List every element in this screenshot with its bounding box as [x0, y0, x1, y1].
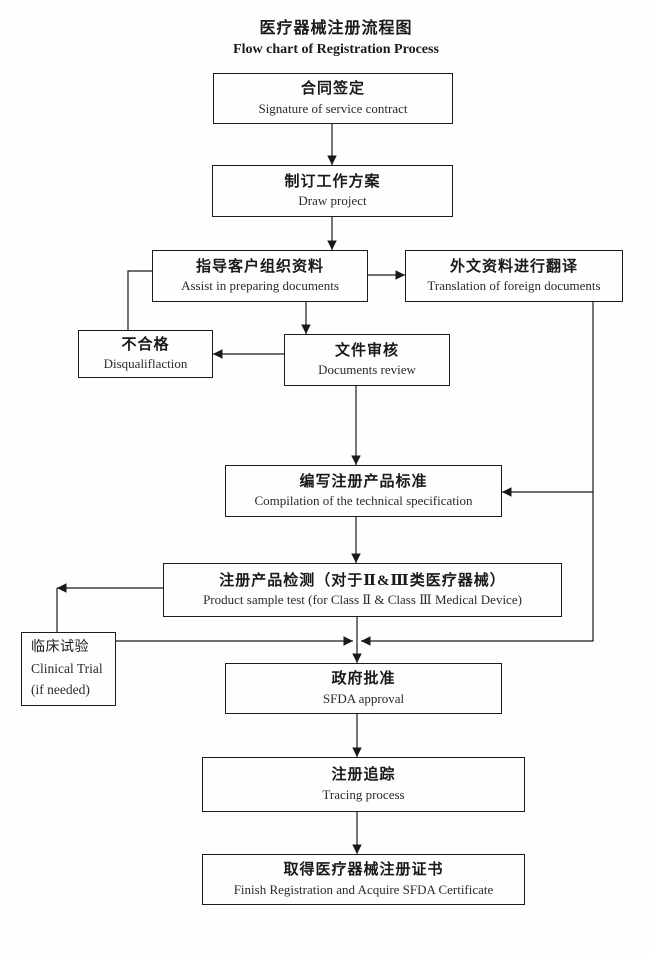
title-zh: 医疗器械注册流程图: [259, 20, 413, 37]
node-tracing: 注册追踪 Tracing process: [202, 757, 525, 812]
node-approval: 政府批准 SFDA approval: [225, 663, 502, 714]
node-assist: 指导客户组织资料 Assist in preparing documents: [152, 250, 368, 302]
arrow-translation-down-to-junction: [361, 302, 594, 646]
node-contract-label-zh: 合同签定: [300, 81, 365, 97]
node-contract-label-en: Signature of service contract: [258, 100, 408, 116]
node-approval-label-en: SFDA approval: [322, 690, 405, 706]
node-plan: 制订工作方案 Draw project: [212, 165, 453, 217]
node-review: 文件审核 Documents review: [284, 334, 450, 386]
line-assist-to-disqualification: [127, 270, 152, 330]
node-clinical-trial-label-zh: 临床试验: [31, 640, 89, 656]
node-approval-label-zh: 政府批准: [331, 671, 396, 687]
node-compilation: 编写注册产品标准 Compilation of the technical sp…: [225, 465, 502, 517]
node-clinical-trial-label-en: Clinical Trial: [31, 660, 103, 676]
node-review-label-zh: 文件审核: [334, 342, 399, 359]
node-compilation-label-en: Compilation of the technical specificati…: [254, 493, 473, 509]
node-assist-label-zh: 指导客户组织资料: [195, 258, 324, 275]
node-sample-test-label-en: Product sample test (for Class Ⅱ & Class…: [203, 592, 522, 608]
node-certificate-label-en: Finish Registration and Acquire SFDA Cer…: [233, 881, 494, 897]
node-review-label-en: Documents review: [318, 362, 416, 378]
node-tracing-label-zh: 注册追踪: [331, 767, 396, 783]
node-disqualification-label-en: Disqualiflaction: [103, 356, 188, 372]
node-disqualification: 不合格 Disqualiflaction: [78, 330, 213, 378]
title-en: Flow chart of Registration Process: [233, 41, 439, 57]
node-certificate: 取得医疗器械注册证书 Finish Registration and Acqui…: [202, 854, 525, 905]
node-certificate-label-zh: 取得医疗器械注册证书: [283, 862, 444, 878]
node-plan-label-zh: 制订工作方案: [284, 173, 381, 190]
node-translation-label-en: Translation of foreign documents: [427, 278, 601, 294]
node-disqualification-label-zh: 不合格: [121, 336, 170, 353]
node-contract: 合同签定 Signature of service contract: [213, 73, 453, 124]
node-translation-label-zh: 外文资料进行翻译: [449, 258, 578, 275]
node-plan-label-en: Draw project: [298, 193, 367, 209]
node-tracing-label-en: Tracing process: [322, 786, 405, 802]
node-sample-test-label-zh: 注册产品检测（对于Ⅱ&Ⅲ类医疗器械）: [219, 572, 506, 589]
node-translation: 外文资料进行翻译 Translation of foreign document…: [405, 250, 623, 302]
node-assist-label-en: Assist in preparing documents: [181, 278, 339, 294]
node-sample-test: 注册产品检测（对于Ⅱ&Ⅲ类医疗器械） Product sample test (…: [163, 563, 562, 617]
node-compilation-label-zh: 编写注册产品标准: [299, 473, 428, 490]
node-clinical-trial: 临床试验 Clinical Trial (if needed): [21, 632, 116, 706]
node-clinical-trial-note: (if needed): [31, 681, 90, 697]
diagram-title: 医疗器械注册流程图 Flow chart of Registration Pro…: [11, 18, 650, 60]
